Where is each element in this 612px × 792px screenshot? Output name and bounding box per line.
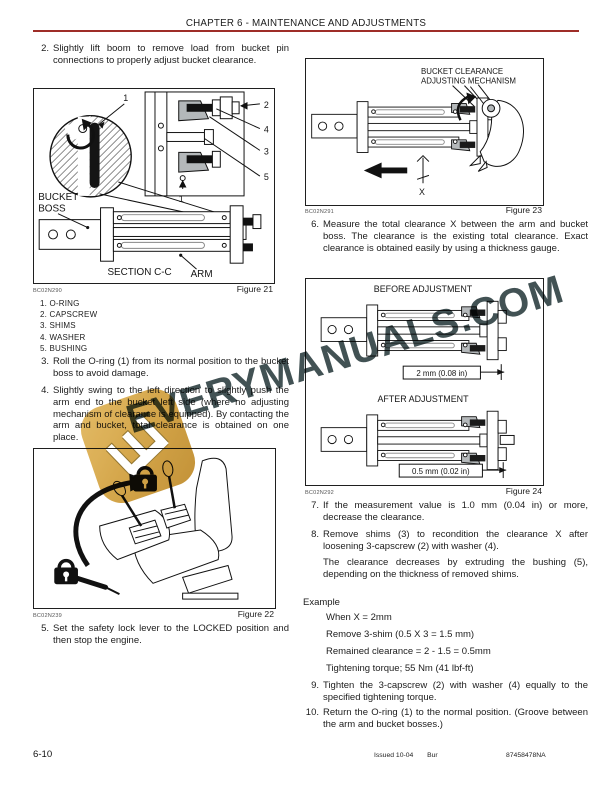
fig21-callout-capscrew: 2 — [264, 100, 269, 110]
figure-24-caption-row: BC02N292 Figure 24 — [305, 486, 542, 496]
figure-23-drawing: BUCKET CLEARANCE ADJUSTING MECHANISM X — [311, 67, 524, 197]
example-line: Tightening torque; 55 Nm (41 lbf-ft) — [326, 663, 474, 674]
fig21-callout-shims: 3 — [264, 146, 269, 156]
fig21-label-arm: ARM — [191, 269, 213, 280]
step-5: 5. Set the safety lock lever to the LOCK… — [33, 623, 289, 647]
step-number: 9. — [311, 680, 319, 691]
step-8: 8. Remove shims (3) to recondition the c… — [303, 529, 588, 553]
step-text: If the measurement value is 1.0 mm (0.04… — [323, 500, 588, 523]
fig21-callout-bushing: 5 — [264, 172, 269, 182]
page-title: CHAPTER 6 - MAINTENANCE AND ADJUSTMENTS — [185, 18, 427, 29]
step-number: 6. — [311, 219, 319, 230]
figure-21: 2 4 3 5 1 1 — [33, 88, 275, 284]
parts-list-item: 2. CAPSCREW — [40, 310, 98, 320]
example-line: Remove 3-shim (0.5 X 3 = 1.5 mm) — [326, 629, 475, 640]
step-text: Slightly swing to the left direction to … — [53, 385, 289, 444]
step-number: 10. — [305, 707, 319, 718]
step-text: Tighten the 3-capscrew (2) with washer (… — [323, 680, 588, 703]
step-number: 2. — [41, 43, 49, 54]
fig21-callout-oring-bottom: 1 — [179, 194, 184, 204]
example-line: Remained clearance = 2 - 1.5 = 0.5mm — [326, 646, 491, 657]
fig24-after-assembly — [320, 410, 507, 471]
step-6: 6. Measure the total clearance X between… — [303, 219, 588, 254]
footer-doc-number: 87458478NA — [506, 752, 546, 759]
fig24-before-title: BEFORE ADJUSTMENT — [374, 284, 473, 294]
figure-23: BUCKET CLEARANCE ADJUSTING MECHANISM X — [305, 58, 544, 206]
fig21-detail-inset — [144, 91, 245, 197]
fig21-main-assembly — [38, 205, 262, 264]
fig23-dim-label: X — [419, 187, 425, 197]
example-title: Example — [303, 597, 340, 608]
step-text: Return the O-ring (1) to the normal posi… — [323, 707, 588, 730]
step-10: 10. Return the O-ring (1) to the normal … — [303, 707, 588, 731]
figure-24-caption: Figure 24 — [505, 486, 542, 496]
figure-21-drawing: 2 4 3 5 1 1 — [38, 91, 269, 280]
step-4: 4. Slightly swing to the left direction … — [33, 385, 289, 444]
footer-page-number: 6-10 — [33, 749, 53, 760]
step-text: Remove shims (3) to recondition the clea… — [323, 529, 588, 552]
fig24-before-dim: 2 mm (0.08 in) — [416, 369, 467, 378]
step-number: 3. — [41, 356, 49, 367]
fig21-label-bucket: BUCKET — [38, 192, 78, 203]
fig24-after-title: AFTER ADJUSTMENT — [377, 394, 469, 404]
step-number: 4. — [41, 385, 49, 396]
fig23-push-arrow — [363, 162, 408, 179]
step-text: Set the safety lock lever to the LOCKED … — [53, 623, 289, 646]
step-7: 7. If the measurement value is 1.0 mm (0… — [303, 500, 588, 524]
figure-22-code: BC02N239 — [33, 613, 62, 619]
figure-23-caption-row: BC02N291 Figure 23 — [305, 205, 542, 215]
fig21-callout-leaders — [178, 102, 261, 189]
fig21-label-section: SECTION C-C — [107, 267, 171, 278]
step-text: Roll the O-ring (1) from its normal posi… — [53, 356, 289, 379]
step-8-paragraph: The clearance decreases by extruding the… — [323, 557, 588, 580]
step-3: 3. Roll the O-ring (1) from its normal p… — [33, 356, 289, 380]
fig24-before-assembly — [320, 300, 507, 361]
step-2: 2. Slightly lift boom to remove load fro… — [33, 43, 289, 67]
fig23-bucket-sketch — [456, 84, 524, 172]
step-number: 5. — [41, 623, 49, 634]
footer-issued-date: Issued 10-04 — [374, 752, 414, 759]
footer-revision: Bur — [427, 752, 438, 759]
fig24-before-dimension — [402, 364, 505, 381]
step-number: 8. — [311, 529, 319, 540]
fig24-after-dim: 0.5 mm (0.02 in) — [412, 467, 470, 476]
step-text: Measure the total clearance X between th… — [323, 219, 588, 254]
fig21-callout-washer: 4 — [264, 125, 269, 135]
figure-21-code: BC02N290 — [33, 288, 62, 294]
fig21-magnifier — [49, 115, 132, 198]
figure-22 — [33, 448, 276, 609]
lock-icon — [133, 466, 157, 492]
header-rule — [33, 30, 579, 33]
fig21-callout-oring-top: 1 — [123, 93, 128, 103]
figure-23-caption: Figure 23 — [505, 205, 542, 215]
fig23-label-line2: ADJUSTING MECHANISM — [421, 77, 516, 86]
fig24-after-dimension — [398, 462, 507, 479]
parts-list-item: 3. SHIMS — [40, 321, 76, 331]
parts-list-item: 5. BUSHING — [40, 343, 88, 353]
example-line: When X = 2mm — [326, 612, 392, 623]
figure-22-caption-row: BC02N239 Figure 22 — [33, 609, 274, 619]
figure-22-drawing — [54, 457, 239, 600]
fig21-label-boss: BOSS — [38, 204, 66, 215]
parts-list: 1. O-RING 2. CAPSCREW 3. SHIMS 4. WASHER… — [40, 298, 97, 354]
parts-list-item: 1. O-RING — [40, 299, 80, 308]
figure-24: BEFORE ADJUSTMENT 2 mm (0.08 in) AFTER A… — [305, 278, 544, 486]
step-number: 7. — [311, 500, 319, 511]
figure-21-caption-row: BC02N290 Figure 21 — [33, 284, 273, 294]
step-9: 9. Tighten the 3-capscrew (2) with washe… — [303, 680, 588, 704]
figure-24-code: BC02N292 — [305, 490, 334, 496]
figure-22-caption: Figure 22 — [237, 609, 274, 619]
fig23-pin-assembly — [311, 97, 497, 157]
figure-24-drawing: BEFORE ADJUSTMENT 2 mm (0.08 in) AFTER A… — [320, 284, 515, 479]
fig23-label-line1: BUCKET CLEARANCE — [421, 67, 503, 76]
fig23-x-dimension — [416, 154, 430, 184]
step-text: Slightly lift boom to remove load from b… — [53, 43, 289, 66]
footer-issued: Issued 10-04 Bur — [374, 752, 438, 759]
lock-icon — [54, 558, 78, 585]
figure-21-caption: Figure 21 — [236, 284, 273, 294]
figure-23-code: BC02N291 — [305, 209, 334, 215]
parts-list-item: 4. WASHER — [40, 332, 86, 342]
